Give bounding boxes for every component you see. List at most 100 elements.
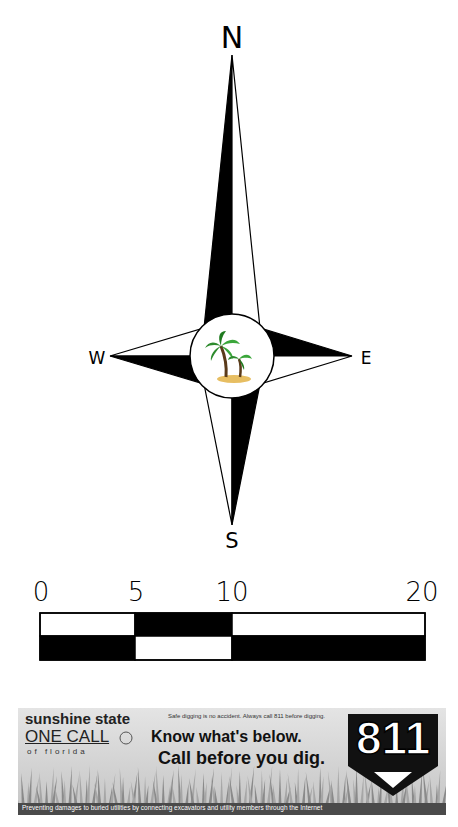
- grass-blade: [437, 770, 441, 805]
- grass-blade: [262, 779, 266, 805]
- grass-blade: [122, 777, 125, 805]
- grass-blade: [220, 772, 223, 805]
- palm-frond: [211, 346, 221, 361]
- compass-center: [190, 314, 274, 398]
- grass-blade: [39, 772, 43, 805]
- grass-blade: [185, 783, 189, 805]
- palm-frond: [219, 331, 226, 346]
- scale-number: 0: [33, 579, 50, 605]
- grass-blade: [297, 768, 300, 805]
- scale-segment: [40, 636, 135, 660]
- grass-blade: [45, 781, 48, 805]
- banner-ad: sunshine stateONE CALL of florida Safe dig…: [18, 708, 446, 815]
- grass-blade: [162, 775, 165, 805]
- banner-number: 811: [356, 714, 430, 762]
- grass-blade: [138, 767, 142, 805]
- palm-frond: [239, 359, 244, 370]
- palm-frond: [205, 342, 221, 348]
- palm-frond: [228, 356, 239, 360]
- compass-rose: [110, 55, 352, 525]
- grass-blade: [54, 785, 60, 805]
- grass-blade: [171, 779, 177, 805]
- grass-blade: [238, 771, 241, 805]
- grass-blade: [337, 766, 340, 805]
- grass-blade: [72, 784, 78, 805]
- island: [217, 375, 251, 383]
- grass-blade: [313, 781, 317, 805]
- logo-text: of florida: [27, 748, 88, 756]
- grass-blade: [278, 769, 281, 805]
- banner-ground: [18, 708, 446, 815]
- grass-blade: [288, 773, 294, 805]
- logo-text: sunshine state: [25, 711, 130, 727]
- grass-blade: [214, 786, 218, 805]
- grass-blade: [189, 778, 195, 805]
- grass-blade: [273, 783, 277, 805]
- grass-blade: [360, 774, 364, 805]
- grass-blade: [243, 780, 247, 805]
- grass-blade: [196, 787, 200, 805]
- grass-blade: [255, 784, 259, 805]
- banner-slogan: Call before you dig.: [158, 749, 325, 768]
- scale-number: 20: [405, 579, 438, 605]
- grass-blade: [131, 781, 137, 805]
- compass-direction: S: [225, 531, 238, 552]
- grass-blade: [150, 771, 156, 805]
- grass-blade: [103, 778, 106, 805]
- grass-blade: [331, 780, 335, 805]
- grass-blade: [227, 767, 233, 805]
- scale-segment: [232, 636, 425, 660]
- banner-footer: Preventing damages to buried utilities b…: [22, 805, 322, 812]
- grass-blade: [127, 786, 130, 805]
- palm-frond: [221, 340, 240, 346]
- banner-slogan: Know what's below.: [151, 729, 302, 746]
- grass-blade: [156, 766, 160, 805]
- grass-blade: [98, 769, 102, 805]
- grass-blade: [113, 782, 119, 805]
- footer-strip: [18, 803, 446, 815]
- scale-segment: [135, 613, 232, 636]
- grass-blade: [68, 766, 72, 805]
- scale-number: 10: [215, 579, 248, 605]
- compass-direction: W: [89, 350, 106, 367]
- compass-arm: [232, 55, 260, 356]
- scale-segment: [135, 636, 232, 660]
- grass-blade: [203, 782, 207, 805]
- scale-outline: [40, 613, 425, 660]
- scale-number: 5: [128, 579, 145, 605]
- banner-note: Safe digging is no accident. Always call…: [168, 713, 325, 719]
- grass-blade: [229, 776, 235, 805]
- scale-segment: [40, 613, 135, 636]
- grass-blade: [306, 772, 312, 805]
- grass-blade: [430, 775, 434, 805]
- palm-frond: [239, 355, 252, 359]
- grass-blade: [267, 765, 273, 805]
- grass-blade: [28, 768, 32, 805]
- grass-blade: [168, 770, 174, 805]
- logo-sun: [120, 732, 132, 744]
- grass-blade: [346, 770, 352, 805]
- compass-direction: N: [221, 23, 243, 53]
- scale-segment: [232, 613, 425, 636]
- scale-bar: [40, 613, 425, 660]
- grass-blade: [247, 775, 253, 805]
- grass-blade: [87, 765, 91, 805]
- shovel-mark: [374, 772, 412, 788]
- grass-blade: [413, 785, 416, 805]
- grass-blade: [208, 768, 214, 805]
- grass-blade: [302, 777, 306, 805]
- grass-blade: [320, 776, 324, 805]
- logo-text: ONE CALL: [25, 728, 109, 746]
- palm-trunk: [221, 346, 226, 377]
- grass-blade: [21, 773, 25, 805]
- grass-blade: [442, 779, 446, 805]
- compass-arm: [204, 55, 232, 356]
- grass-blade: [63, 780, 66, 805]
- shield-badge: [348, 714, 438, 796]
- compass-direction: E: [361, 350, 372, 367]
- grass-blade: [180, 774, 183, 805]
- grass-blade: [18, 787, 20, 805]
- grass-blade: [145, 785, 149, 805]
- palm-icon: [205, 331, 252, 383]
